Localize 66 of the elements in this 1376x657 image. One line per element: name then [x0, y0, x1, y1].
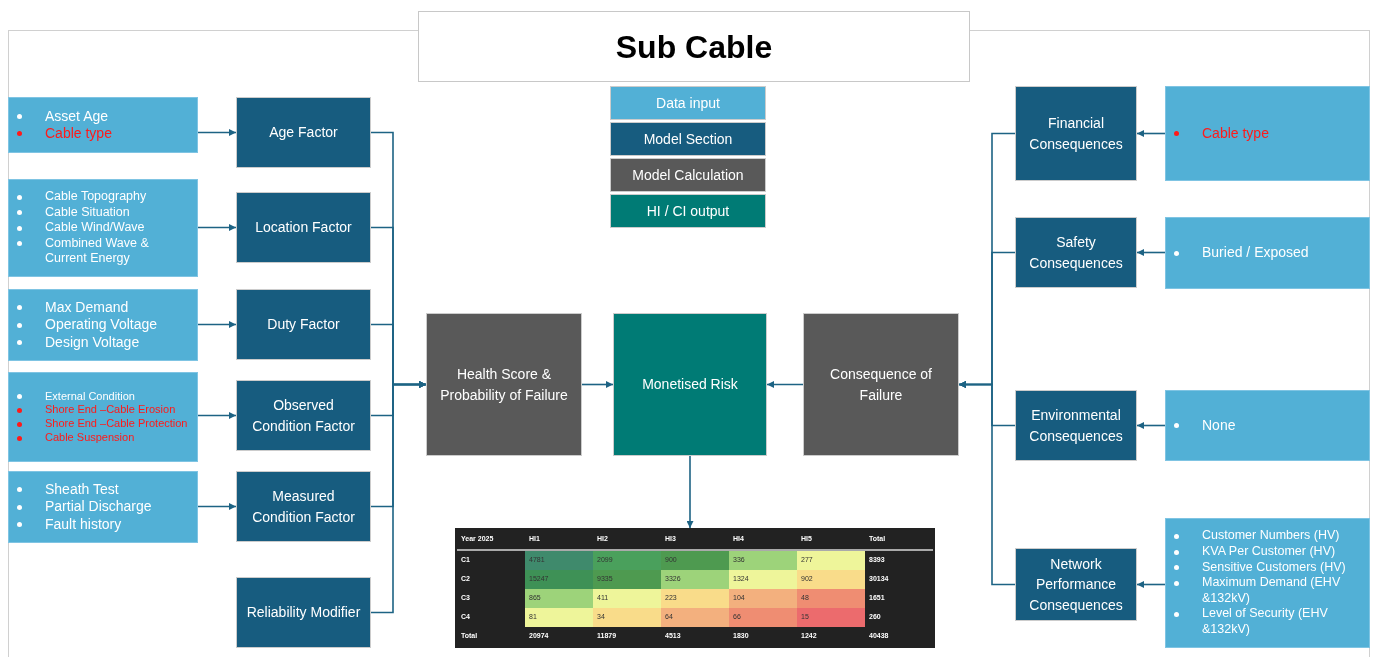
calculation-box: Health Score & Probability of Failure: [426, 313, 582, 456]
legend-swatch: Data input: [610, 86, 766, 120]
list-item: Fault history: [45, 515, 122, 534]
connector-arrow: [197, 224, 237, 231]
connector-arrow: [686, 455, 694, 529]
connector-arrow: [197, 503, 237, 510]
data-input-box: [8, 97, 198, 153]
title: Sub Cable: [615, 27, 773, 67]
data-input-box: [1165, 518, 1370, 648]
connector-arrow: [581, 381, 614, 388]
model-section-box: Measured Condition Factor: [236, 471, 371, 542]
connector-arrow: [958, 381, 1016, 586]
list-item: Level of Security (EHV &132kV): [1202, 606, 1329, 638]
list-item: Maximum Demand (EHV &132kV): [1202, 575, 1342, 607]
model-section-box: Safety Consequences: [1015, 217, 1137, 288]
connector-arrow: [370, 381, 427, 614]
model-section-box: Financial Consequences: [1015, 86, 1137, 181]
connector-arrow: [1136, 249, 1166, 256]
output-box: Monetised Risk: [613, 313, 767, 456]
list-item: Combined Wave & Current Energy: [45, 235, 150, 268]
connector-arrow: [766, 381, 804, 388]
list-item: KVA Per Customer (HV): [1202, 543, 1336, 560]
list-item: Cable Situation: [45, 204, 130, 221]
connector-arrow: [1136, 130, 1166, 137]
list-item: Asset Age: [45, 107, 109, 125]
list-item: Buried / Exposed: [1202, 244, 1309, 262]
model-section-box: Location Factor: [236, 192, 371, 263]
data-input-box: [8, 372, 198, 462]
data-input-box: [8, 289, 198, 361]
list-item: Cable Topography: [45, 188, 147, 205]
data-input-box: [8, 471, 198, 543]
legend-swatch: Model Section: [610, 122, 766, 156]
list-item: Cable type: [1202, 124, 1269, 143]
list-item: Sheath Test: [45, 480, 119, 499]
data-input-box: [1165, 217, 1370, 289]
list-item: Cable Suspension: [45, 430, 135, 445]
list-item: Operating Voltage: [45, 316, 158, 334]
model-section-box: Network Performance Consequences: [1015, 548, 1137, 621]
calculation-box: Consequence of Failure: [803, 313, 959, 456]
list-item: Max Demand: [45, 298, 129, 317]
list-item: None: [1202, 416, 1236, 435]
data-input-box: [1165, 390, 1370, 461]
list-item: Customer Numbers (HV): [1202, 528, 1340, 544]
model-section-box: Environmental Consequences: [1015, 390, 1137, 461]
connector-arrow: [197, 321, 237, 328]
list-item: Design Voltage: [45, 333, 140, 352]
data-input-box: [8, 179, 198, 277]
list-item: Cable type: [45, 125, 112, 143]
legend-swatch: HI / CI output: [610, 194, 766, 228]
model-section-box: Observed Condition Factor: [236, 380, 371, 451]
list-item: Shore End –Cable Erosion: [45, 403, 176, 417]
connector-arrow: [1136, 581, 1166, 588]
list-item: External Condition: [45, 389, 135, 404]
data-input-box: [1165, 86, 1370, 181]
heatmap-table: [455, 528, 935, 648]
legend-swatch: Model Calculation: [610, 158, 766, 192]
model-section-box: Reliability Modifier: [236, 577, 371, 648]
list-item: Shore End –Cable Protection: [45, 417, 188, 431]
list-item: Cable Wind/Wave: [45, 220, 145, 236]
connector-arrow: [197, 129, 237, 136]
model-section-box: Age Factor: [236, 97, 371, 168]
model-section-box: Duty Factor: [236, 289, 371, 360]
list-item: Partial Discharge: [45, 498, 152, 516]
connector-arrow: [197, 412, 237, 419]
connector-arrow: [1136, 422, 1166, 429]
list-item: Sensitive Customers (HV): [1202, 559, 1346, 576]
